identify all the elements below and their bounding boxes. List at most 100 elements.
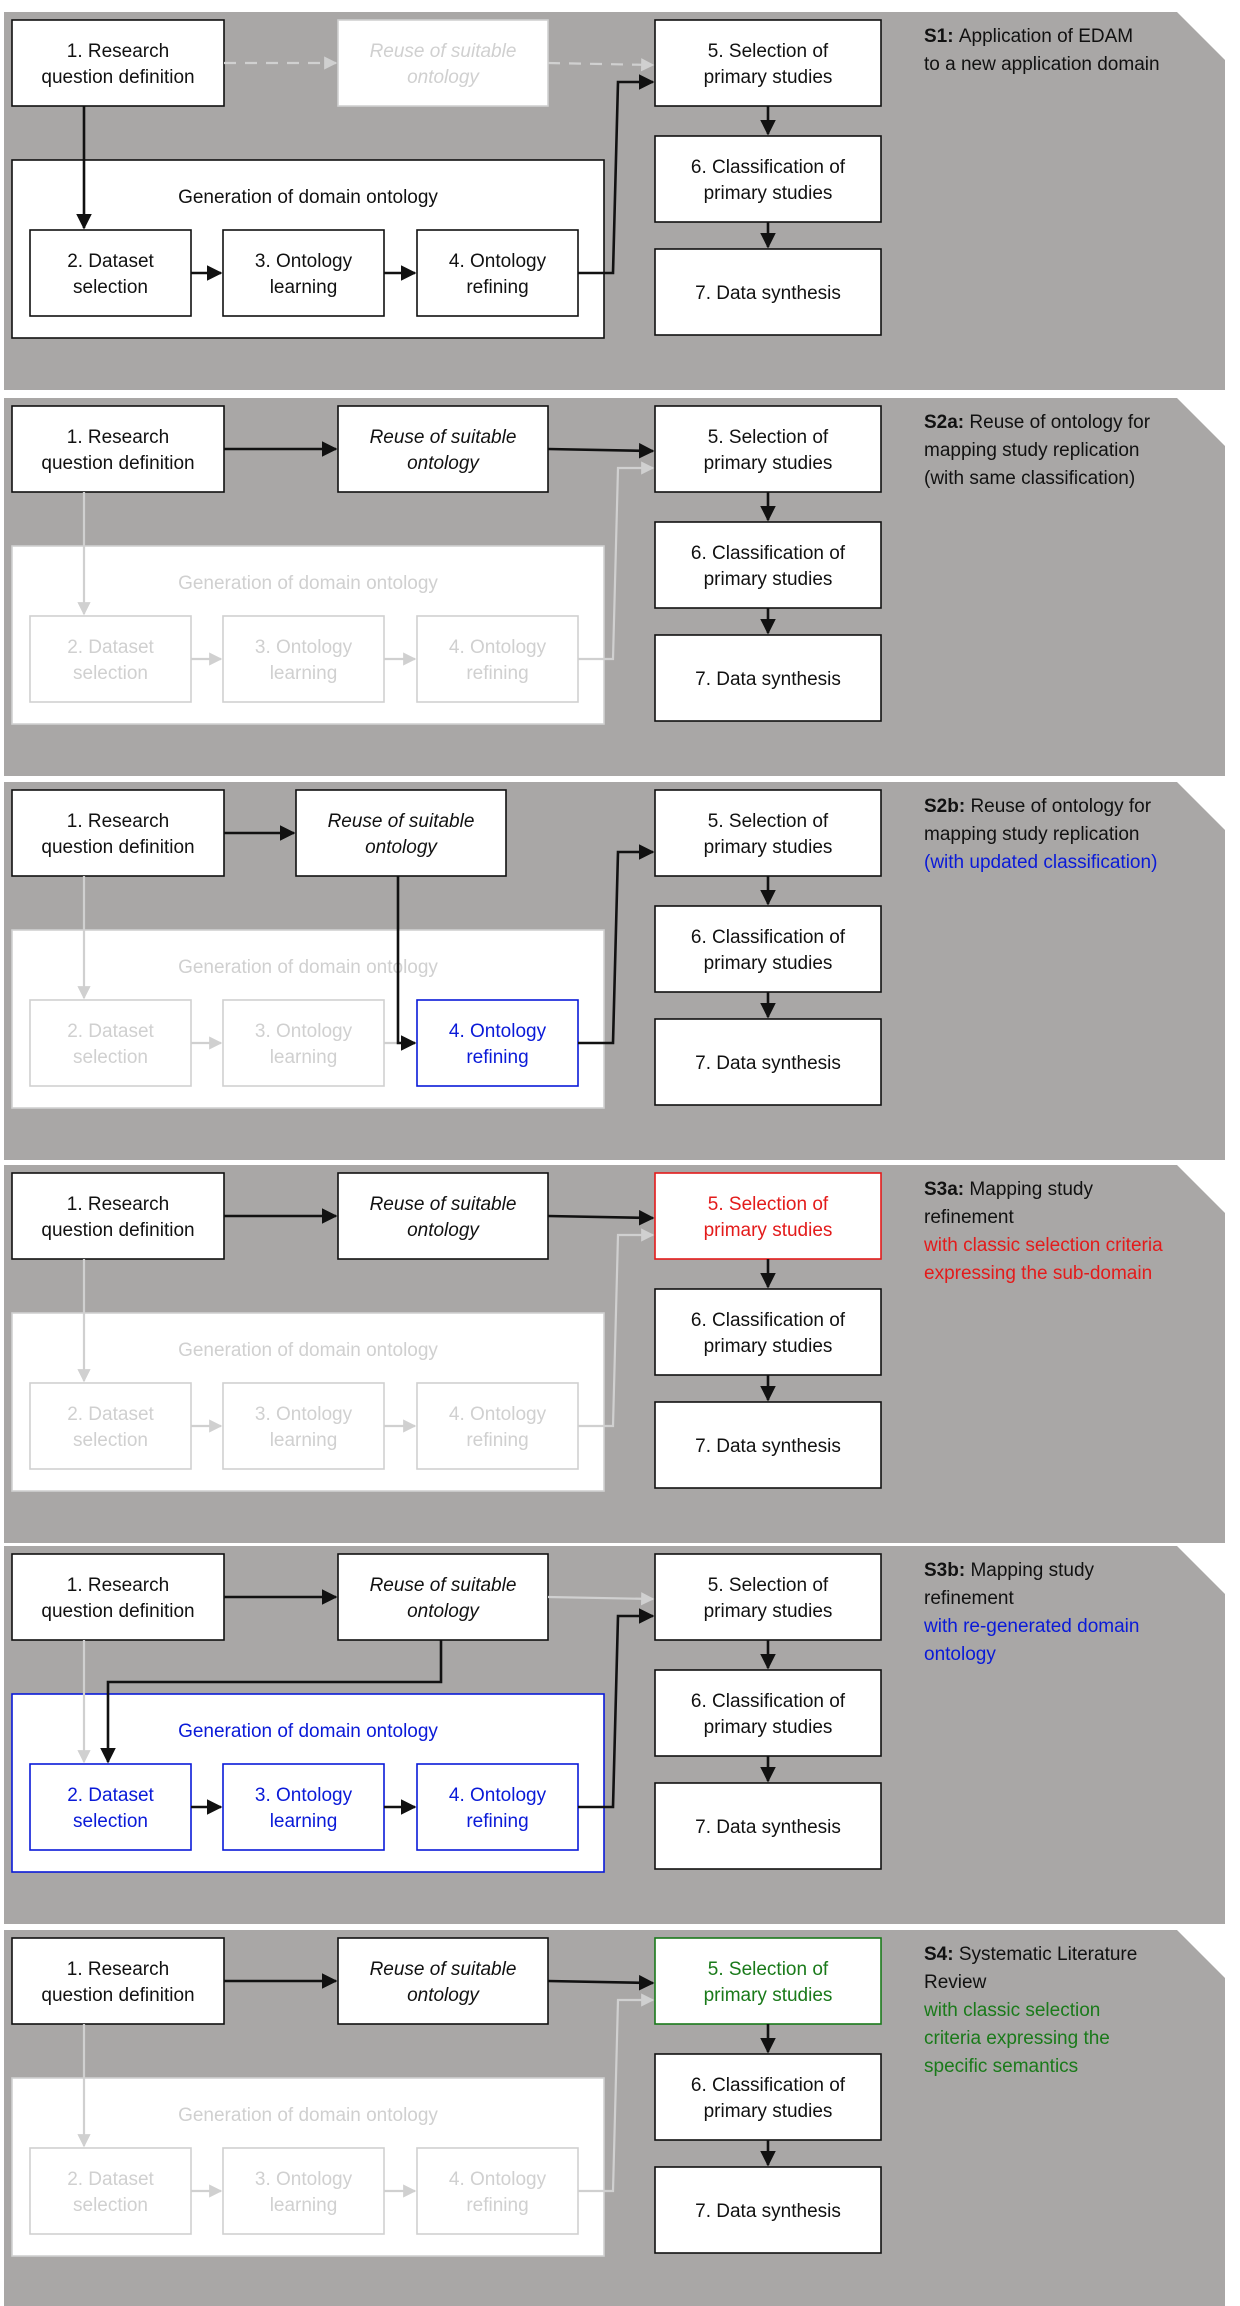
research-question-box-label: question definition [41,837,194,858]
scenario-title-line: refinement [924,1588,1014,1609]
research-question-box-label: question definition [41,1985,194,2006]
ontology-learning-box-label: learning [270,663,338,684]
selection-box-label: primary studies [704,1601,833,1622]
scenario-id: S4: [924,1944,959,1965]
reuse-ontology-box-label: ontology [407,1220,480,1241]
ontology-learning-box-label: 3. Ontology [255,1404,353,1425]
arrow-refining-to-selection [578,461,655,661]
generation-title: Generation of domain ontology [178,1721,438,1742]
scenario-title-line: S4: Systematic Literature [924,1944,1137,1965]
reuse-ontology-box-label: Reuse of suitable [370,1194,517,1215]
ontology-learning-box-label: 3. Ontology [255,1021,353,1042]
scenario-title-line: S3a: Mapping study [924,1179,1093,1200]
scenario-title-line: S2b: Reuse of ontology for [924,796,1152,817]
classification-box-label: primary studies [704,183,833,204]
ontology-refining-box-label: 4. Ontology [449,251,547,272]
data-synthesis-box: 7. Data synthesis [654,1401,882,1489]
ontology-refining-box-label: refining [466,1430,528,1451]
research-question-box-label: question definition [41,1220,194,1241]
classification-box-label: 6. Classification of [691,543,846,564]
dataset-selection-box-label: selection [73,2195,148,2216]
ontology-learning-box-label: learning [270,1430,338,1451]
selection-box-label: primary studies [704,67,833,88]
selection-box-label: 5. Selection of [708,1575,829,1596]
scenario-variant-line: (with updated classification) [924,852,1157,873]
scenario-id: S3b: [924,1560,970,1581]
dataset-selection-box-label: selection [73,1430,148,1451]
ontology-refining-box-label: 4. Ontology [449,1785,547,1806]
ontology-learning-box-label: learning [270,277,338,298]
selection-box-label: 5. Selection of [708,811,829,832]
ontology-refining-box-label: 4. Ontology [449,2169,547,2190]
selection-box-label: primary studies [704,453,833,474]
classification-box-label: primary studies [704,1717,833,1738]
ontology-learning-box-label: 3. Ontology [255,637,353,658]
ontology-refining-box-label: refining [466,1811,528,1832]
classification-box-label: primary studies [704,953,833,974]
ontology-refining-box-label: refining [466,277,528,298]
classification-box-label: 6. Classification of [691,157,846,178]
ontology-refining-box: 4. Ontology refining [416,229,579,317]
dataset-selection-box: 2. Dataset selection [29,1382,192,1470]
reuse-ontology-box: Reuse of suitable ontology [337,1172,549,1260]
dataset-selection-box-label: selection [73,277,148,298]
arrow-refining-to-selection [578,1993,655,2193]
ontology-refining-box-label: 4. Ontology [449,1021,547,1042]
data-synthesis-box-label: 7. Data synthesis [695,2201,841,2222]
dataset-selection-box-label: 2. Dataset [67,1404,154,1425]
selection-box-label: 5. Selection of [708,1194,829,1215]
classification-box: 6. Classification of primary studies [654,1669,882,1757]
data-synthesis-box: 7. Data synthesis [654,634,882,722]
ontology-refining-box-label: refining [466,2195,528,2216]
classification-box-label: 6. Classification of [691,1691,846,1712]
reuse-ontology-box-label: ontology [407,1985,480,2006]
reuse-ontology-box-label: Reuse of suitable [370,41,517,62]
ontology-learning-box-label: learning [270,1811,338,1832]
dataset-selection-box-label: 2. Dataset [67,1021,154,1042]
scenario-variant-line: with classic selection criteria [923,1235,1163,1256]
generation-title: Generation of domain ontology [178,2105,438,2126]
ontology-refining-box: 4. Ontology refining [416,1763,579,1851]
data-synthesis-box-label: 7. Data synthesis [695,669,841,690]
classification-box-label: 6. Classification of [691,1310,846,1331]
arrow-reuse-to-dataset [100,1640,443,1764]
generation-title: Generation of domain ontology [178,1340,438,1361]
reuse-ontology-box-label: ontology [407,453,480,474]
reuse-ontology-box-label: ontology [407,1601,480,1622]
classification-box-label: primary studies [704,1336,833,1357]
scenario-title-line: to a new application domain [924,54,1160,75]
scenario-variant-line: ontology [924,1644,996,1665]
arrow-reuse-to-selection [547,1974,655,1991]
arrow-refining-to-selection [578,844,655,1045]
scenario-title-line: refinement [924,1207,1014,1228]
dataset-selection-box: 2. Dataset selection [29,2147,192,2235]
arrow-reuse-to-selection [547,1209,655,1226]
ontology-refining-box-label: refining [466,663,528,684]
arrow-reuse-to-refining [396,876,417,1051]
scenario-description: S3a: Mapping study refinement with classic… [923,1179,1163,1284]
ontology-refining-box-label: 4. Ontology [449,1404,547,1425]
dataset-selection-box-label: 2. Dataset [67,2169,154,2190]
